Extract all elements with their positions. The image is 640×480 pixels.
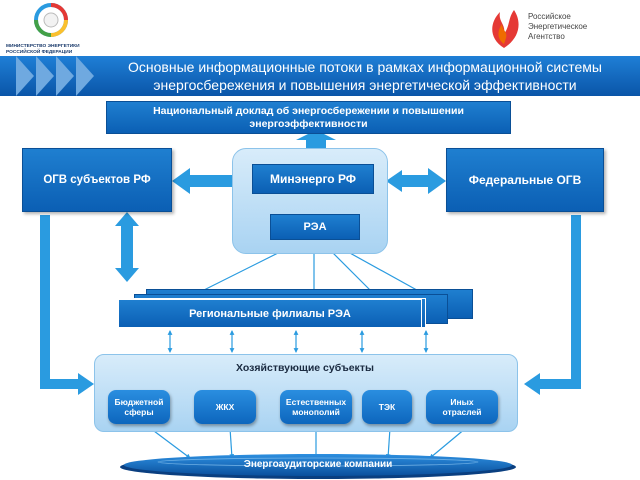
- chevron-right-icon: [76, 56, 94, 96]
- sector-fuel-energy: ТЭК: [362, 390, 412, 424]
- ogv-subjects-label: ОГВ субъектов РФ: [43, 174, 151, 186]
- minenergo-label: Минэнерго РФ: [269, 172, 357, 186]
- federal-ogv-box: Федеральные ОГВ: [446, 148, 604, 212]
- federal-ogv-label: Федеральные ОГВ: [468, 173, 582, 187]
- arrow-federal-ogv: [386, 168, 446, 194]
- sector-label: ТЭК: [378, 402, 396, 412]
- ministry-emblem-icon: [34, 3, 68, 37]
- ogv-subjects-box: ОГВ субъектов РФ: [22, 148, 172, 212]
- arrow-to-ogv-subjects: [172, 168, 235, 194]
- sector-budget: Бюджетной сферы: [108, 390, 170, 424]
- minenergo-box: Минэнерго РФ: [252, 164, 374, 194]
- chevron-right-icon: [56, 56, 74, 96]
- sector-monopolies: Естественных монополий: [280, 390, 352, 424]
- chevron-right-icon: [36, 56, 54, 96]
- sector-label: Бюджетной сферы: [114, 397, 164, 417]
- sector-label: ЖКХ: [215, 402, 235, 412]
- national-report-label: Национальный доклад об энергосбережении …: [153, 104, 464, 130]
- arrow-ogv-regional: [115, 212, 139, 282]
- arrow-ogv-to-entities: [40, 215, 94, 395]
- arrow-to-national-report: [296, 130, 336, 148]
- rea-flame-icon: [492, 10, 519, 48]
- sector-other: Иных отраслей: [426, 390, 498, 424]
- rea-label: РЭА: [303, 221, 327, 233]
- regional-branches-box: Региональные филиалы РЭА: [118, 299, 422, 328]
- audit-companies-label: Энергоаудиторские компании: [243, 459, 393, 470]
- regional-branches-label: Региональные филиалы РЭА: [189, 307, 351, 320]
- rea-box: РЭА: [270, 214, 360, 240]
- rea-logo: Российское Энергетическое Агентство: [484, 4, 634, 52]
- sector-label: Иных отраслей: [442, 397, 482, 417]
- sector-label: Естественных монополий: [285, 397, 347, 417]
- page-title: Основные информационные потоки в рамках …: [95, 58, 635, 94]
- title-bar: Основные информационные потоки в рамках …: [0, 56, 640, 96]
- sector-housing: ЖКХ: [194, 390, 256, 424]
- ministry-logo: МИНИСТЕРСТВО ЭНЕРГЕТИКИ РОССИЙСКОЙ ФЕДЕР…: [6, 2, 96, 56]
- audit-companies-ellipse: [120, 454, 516, 479]
- chevron-right-icon: [16, 56, 34, 96]
- economic-entities-label: Хозяйствующие субъекты: [236, 362, 374, 374]
- title-line-2: энергосбережения и повышения энергетичес…: [153, 77, 577, 93]
- rea-logo-text: Российское Энергетическое Агентство: [528, 12, 588, 41]
- arrow-federal-to-entities: [524, 215, 581, 395]
- arrows-branches-to-entities: [167, 330, 429, 353]
- national-report-box: Национальный доклад об энергосбережении …: [106, 101, 511, 134]
- arrows-sectors-to-audit: [149, 427, 467, 459]
- ministry-logo-text: МИНИСТЕРСТВО ЭНЕРГЕТИКИ РОССИЙСКОЙ ФЕДЕР…: [6, 44, 80, 55]
- title-line-1: Основные информационные потоки в рамках …: [128, 59, 602, 75]
